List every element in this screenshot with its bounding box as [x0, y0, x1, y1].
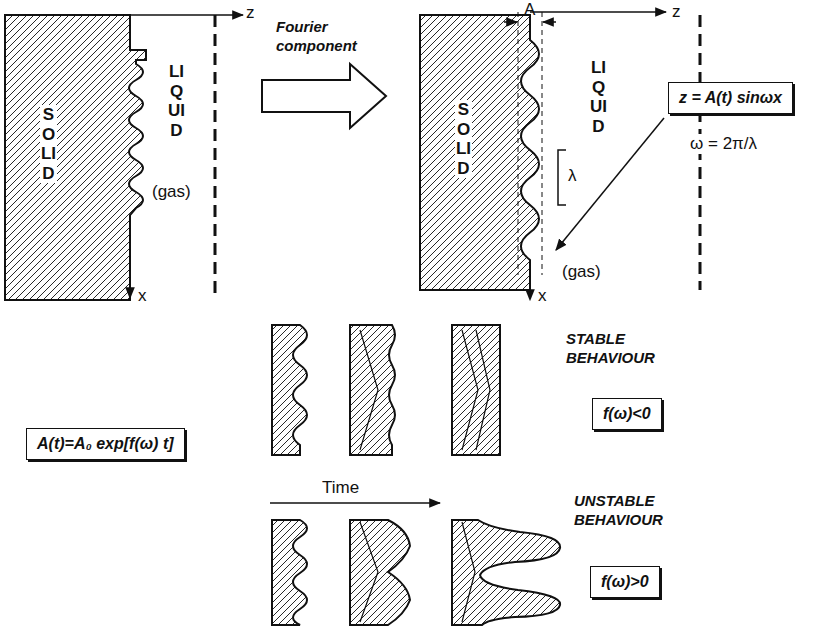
phase-label: (gas) [560, 262, 603, 282]
arrow-caption: Fourier component [276, 18, 360, 56]
phase-label: LIQUID [168, 62, 185, 140]
solid-region [420, 15, 539, 290]
wavelength-label: λ [568, 166, 577, 186]
amplitude-arrow [504, 21, 517, 23]
behaviour-heading: UNSTABLE BEHAVIOUR [574, 492, 704, 530]
formula-text: f(ω)<0 [603, 405, 651, 422]
condition-box: f(ω)<0 [592, 398, 662, 430]
x-axis [529, 260, 531, 300]
growth-line [476, 330, 490, 450]
growth-line [462, 330, 478, 450]
z-axis [530, 11, 666, 13]
amplitude-guide [542, 12, 543, 275]
unstable-interface-2 [350, 520, 410, 625]
formula-text: f(ω)>0 [601, 573, 649, 590]
transform-arrow [262, 64, 386, 128]
z-axis [130, 14, 243, 16]
formula-box: z = A(t) sinωx [668, 82, 793, 114]
axis-label: x [538, 286, 547, 306]
amplitude-arrow [543, 21, 556, 23]
phase-label: SOLID [40, 105, 57, 183]
x-axis [129, 215, 131, 298]
formula-text: z = A(t) sinωx [679, 89, 782, 106]
unstable-interface-1 [272, 520, 307, 625]
growth-line [360, 522, 378, 622]
amplitude-guide [518, 12, 519, 275]
formula-box: A(t)=A₀ exp[f(ω) t] [26, 428, 185, 460]
leader-arrow [556, 118, 664, 250]
growth-line [360, 330, 378, 450]
stable-interface-2 [350, 325, 395, 455]
axis-label: x [138, 286, 147, 306]
behaviour-heading: STABLE BEHAVIOUR [566, 330, 686, 368]
unstable-interface-3 [452, 520, 560, 625]
formula-text: A(t)=A₀ exp[f(ω) t] [37, 435, 174, 452]
phase-label: SOLID [455, 100, 472, 178]
formula-label: ω = 2π/λ [688, 134, 759, 154]
stable-interface-3 [452, 325, 500, 455]
axis-label: z [672, 2, 681, 22]
time-label: Time [322, 478, 359, 498]
boundary-layer-line [214, 15, 217, 300]
axis-label: z [246, 3, 255, 23]
amplitude-label: A [524, 0, 535, 20]
phase-label: LIQUID [590, 58, 607, 136]
time-arrow [270, 502, 440, 504]
phase-label: (gas) [150, 182, 193, 202]
condition-box: f(ω)>0 [590, 566, 660, 598]
wavelength-bracket [558, 150, 566, 205]
stable-interface-1 [272, 325, 307, 455]
solid-region [5, 15, 146, 300]
growth-line [462, 522, 475, 622]
